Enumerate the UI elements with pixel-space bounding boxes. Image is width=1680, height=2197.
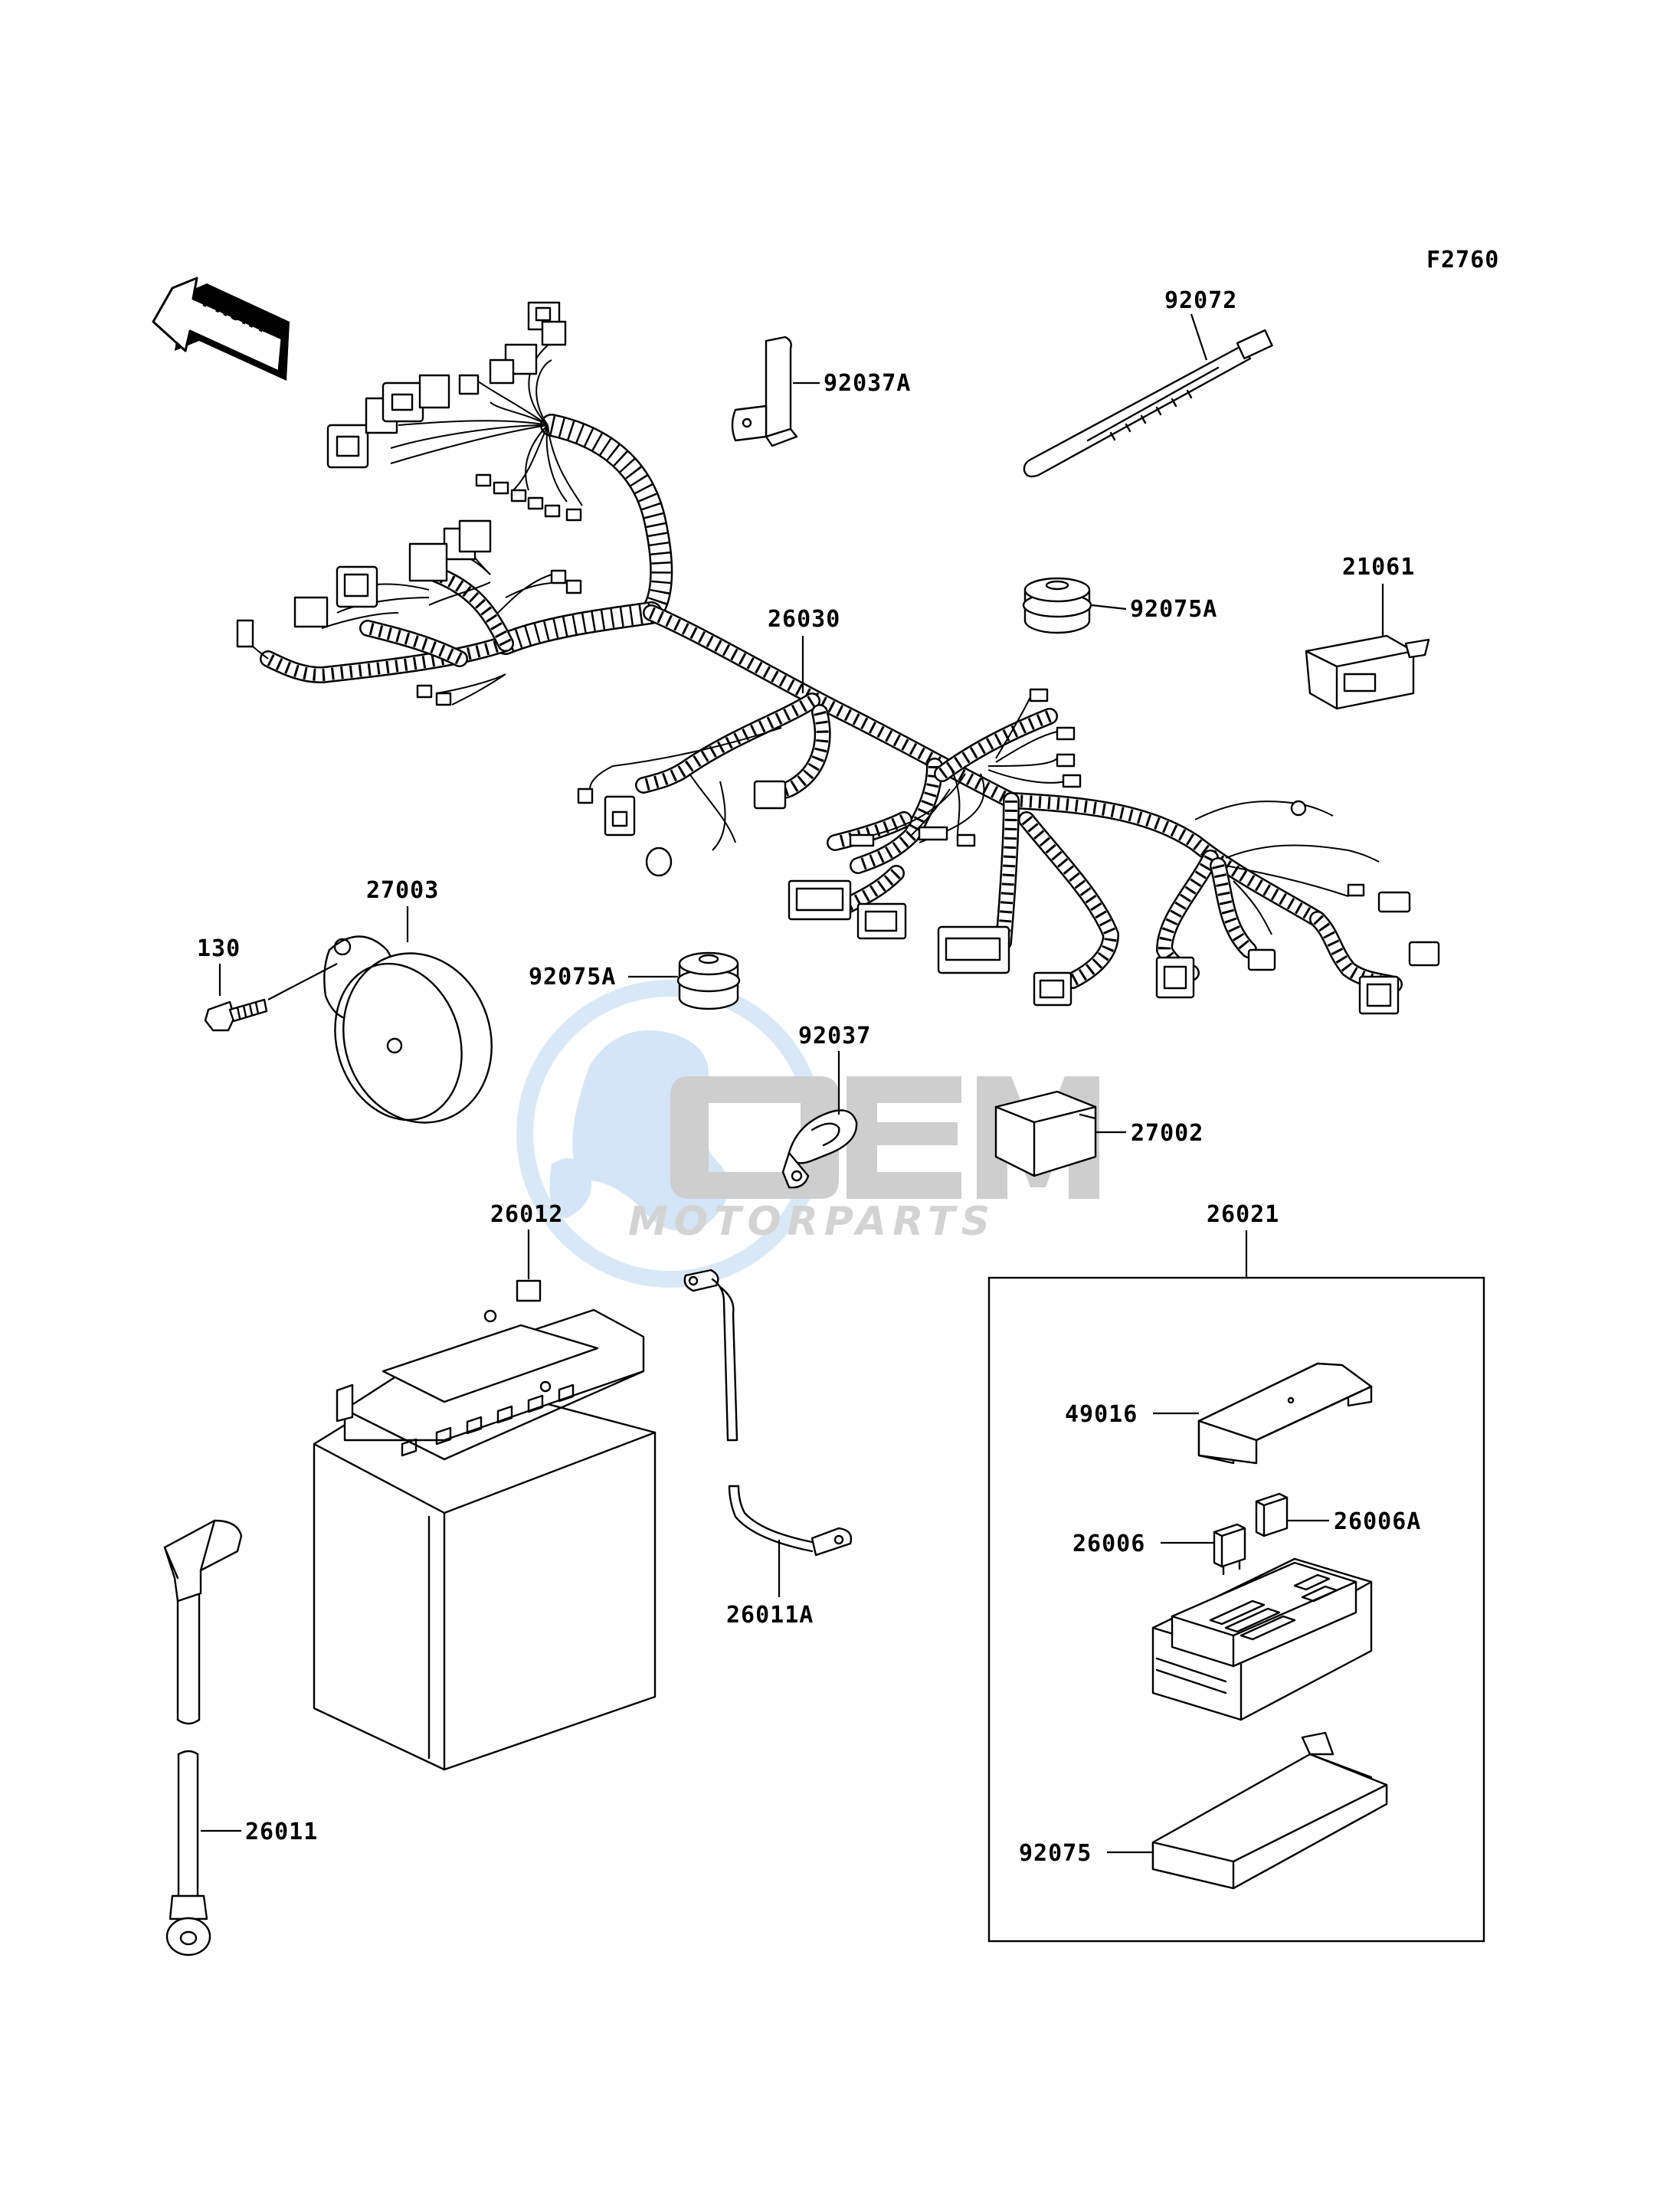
- grommet-92075A-mid: [676, 951, 741, 1010]
- label-92075A-mid: 92075A: [529, 964, 616, 990]
- label-26006A: 26006A: [1334, 1508, 1421, 1535]
- harness-connectors: [236, 301, 1440, 1015]
- label-92037: 92037: [798, 1023, 871, 1049]
- label-49016: 49016: [1065, 1401, 1138, 1428]
- diagram-code: F2760: [1426, 247, 1499, 273]
- label-92072: 92072: [1164, 287, 1237, 314]
- label-26011: 26011: [245, 1819, 318, 1845]
- battery-26012: [313, 1279, 657, 1771]
- label-21061: 21061: [1342, 554, 1415, 581]
- battery-cable-26011: [163, 1519, 243, 1956]
- fuse-box-assembly-frame: [987, 1276, 1485, 1943]
- relay-27002: [994, 1090, 1097, 1177]
- fuse-26006: [1213, 1523, 1246, 1576]
- battery-cable-26011A: [683, 1269, 853, 1557]
- grommet-92075A-top: [1022, 577, 1092, 634]
- fuse-26006A: [1255, 1492, 1289, 1537]
- label-26011A: 26011A: [726, 1602, 814, 1629]
- label-26021: 26021: [1207, 1201, 1279, 1228]
- clamp-92037: [781, 1109, 858, 1189]
- fuse-box-bottom-cover-92075: [1151, 1731, 1388, 1890]
- fuse-box-body: [1151, 1557, 1373, 1721]
- label-26012: 26012: [490, 1201, 563, 1228]
- label-130: 130: [197, 935, 241, 962]
- front-direction-arrow: FRONT: [152, 277, 290, 381]
- label-26006: 26006: [1073, 1531, 1145, 1557]
- bolt-130: [204, 998, 268, 1032]
- label-27003: 27003: [366, 877, 439, 904]
- harness-fanout-wires: [237, 336, 1380, 935]
- label-26030: 26030: [768, 606, 840, 633]
- label-92075: 92075: [1019, 1840, 1092, 1867]
- label-92075A-top: 92075A: [1130, 596, 1217, 623]
- label-92037A: 92037A: [824, 370, 911, 397]
- cap-21061: [1305, 634, 1430, 710]
- watermark-subtitle: MOTORPARTS: [628, 1199, 996, 1245]
- bracket-92037A: [731, 336, 798, 447]
- label-27002: 27002: [1131, 1120, 1204, 1147]
- cable-tie-92072: [1023, 329, 1273, 478]
- main-wiring-harness: [260, 414, 1403, 993]
- fuse-box-cover-49016: [1197, 1362, 1373, 1465]
- horn-27003: [323, 935, 493, 1124]
